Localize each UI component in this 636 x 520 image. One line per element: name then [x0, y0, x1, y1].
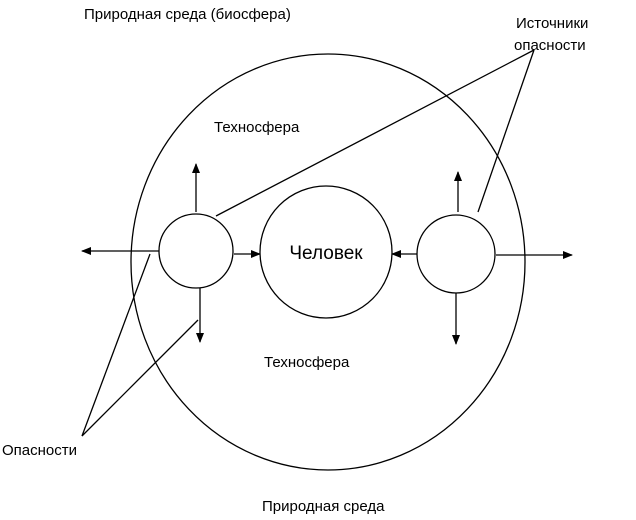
hazard-sources-label-line2: опасности — [514, 37, 586, 54]
human-label: Человек — [289, 243, 363, 264]
hazard-pointer-line-right — [81, 319, 199, 437]
technosphere-label-top: Техносфера — [214, 119, 300, 136]
source-pointer-line-right — [477, 49, 535, 213]
right-hazard-source-circle — [416, 214, 496, 294]
source-pointer-line-left — [215, 49, 535, 217]
biosphere-title: Природная среда (биосфера) — [84, 6, 291, 23]
technosphere-label-bottom: Техносфера — [264, 354, 350, 371]
hazard-sources-label-line1: Источники — [516, 15, 588, 32]
human-circle — [259, 185, 393, 319]
technosphere-circle — [130, 53, 526, 471]
left-hazard-source-circle — [158, 213, 234, 289]
hazards-label: Опасности — [2, 442, 77, 459]
hazard-pointer-line-left — [81, 253, 151, 437]
natural-environment-label: Природная среда — [262, 498, 385, 515]
